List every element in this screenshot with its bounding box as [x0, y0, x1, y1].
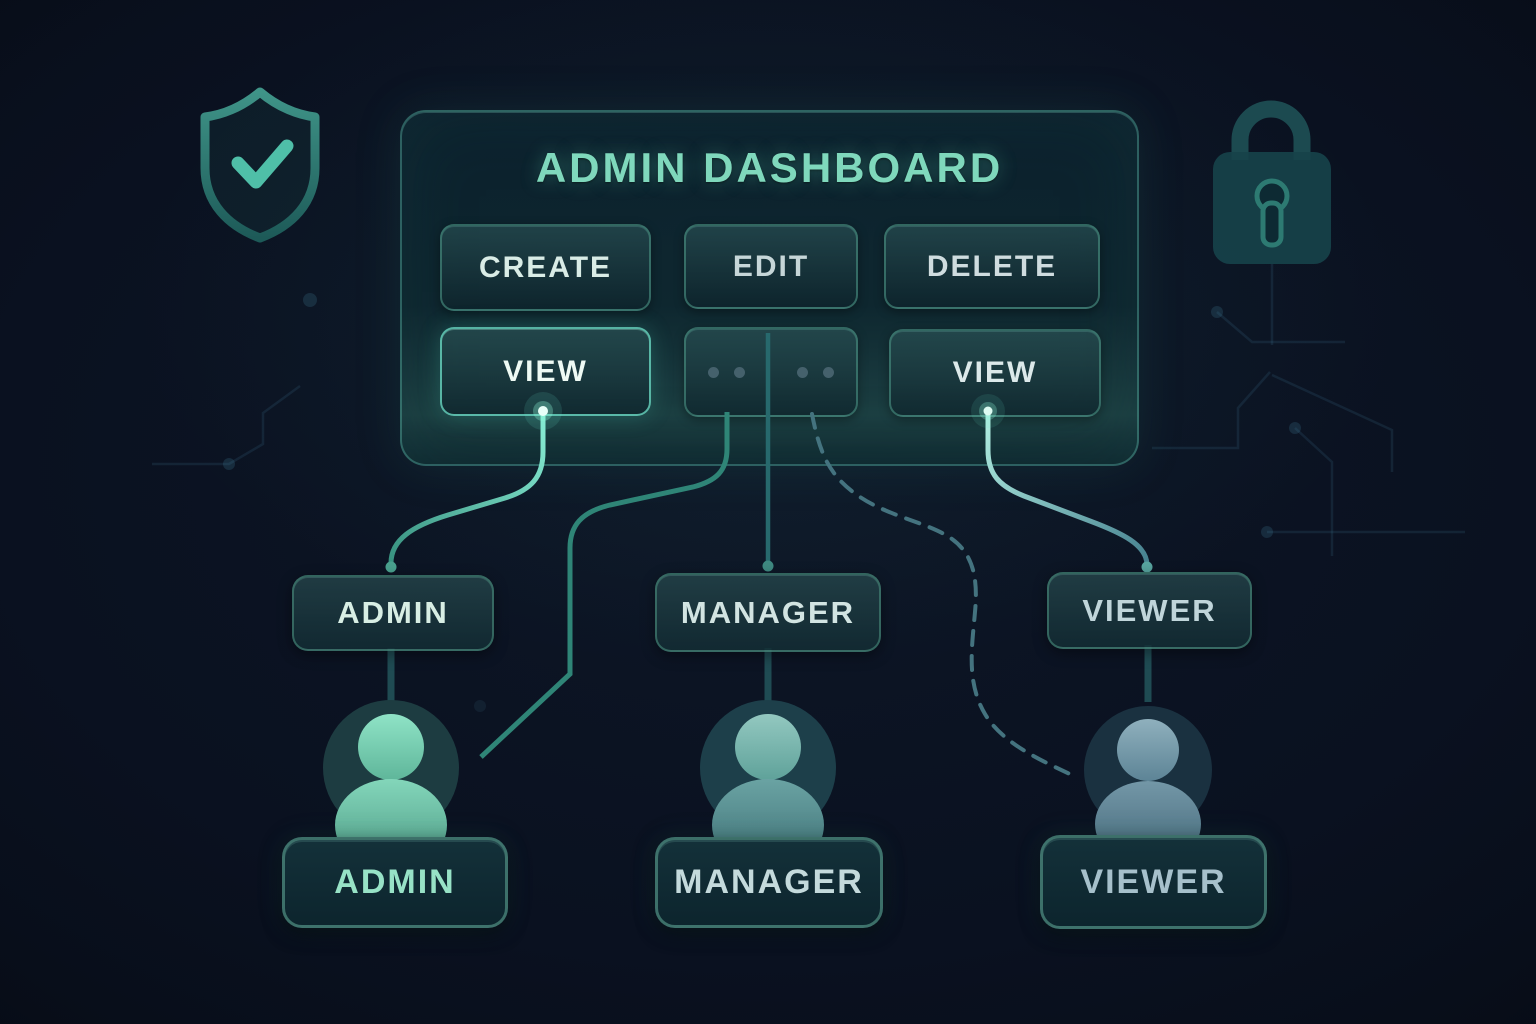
viewer-user-icon [1084, 706, 1212, 837]
role-manager-text: MANAGER [680, 594, 856, 630]
ellipsis-dot [797, 366, 808, 378]
edit-button[interactable]: EDIT [684, 224, 858, 309]
user-admin-text: ADMIN [334, 863, 456, 901]
create-button-label: CREATE [478, 250, 613, 284]
view-left-button-label: VIEW [503, 354, 588, 388]
view-left-button[interactable]: VIEW [440, 327, 651, 416]
more-actions-button[interactable] [684, 327, 858, 417]
ellipsis-dot [708, 366, 719, 378]
role-viewer-text: VIEWER [1082, 592, 1217, 628]
create-button[interactable]: CREATE [440, 224, 651, 311]
manager-user-icon [700, 700, 836, 838]
role-label-admin[interactable]: ADMIN [292, 575, 494, 651]
admin-user-icon [323, 700, 459, 838]
user-plate-manager[interactable]: MANAGER [655, 837, 883, 928]
view-right-button[interactable]: VIEW [889, 329, 1101, 417]
edit-button-label: EDIT [732, 249, 810, 283]
ellipsis-dot [823, 366, 834, 378]
page-title: ADMIN DASHBOARD [535, 144, 1004, 191]
role-label-viewer[interactable]: VIEWER [1047, 572, 1252, 649]
delete-button[interactable]: DELETE [884, 224, 1100, 309]
user-plate-admin[interactable]: ADMIN [282, 837, 508, 928]
ellipsis-dot [734, 366, 745, 378]
role-admin-text: ADMIN [337, 595, 449, 630]
user-manager-text: MANAGER [674, 863, 864, 901]
user-plate-viewer[interactable]: VIEWER [1040, 835, 1267, 929]
delete-button-label: DELETE [926, 249, 1058, 283]
view-right-button-label: VIEW [952, 356, 1038, 389]
admin-dashboard-panel: ADMIN DASHBOARD CREATE EDIT DELETE VIEW … [400, 110, 1139, 466]
user-viewer-text: VIEWER [1080, 862, 1227, 901]
role-label-manager[interactable]: MANAGER [655, 573, 881, 652]
